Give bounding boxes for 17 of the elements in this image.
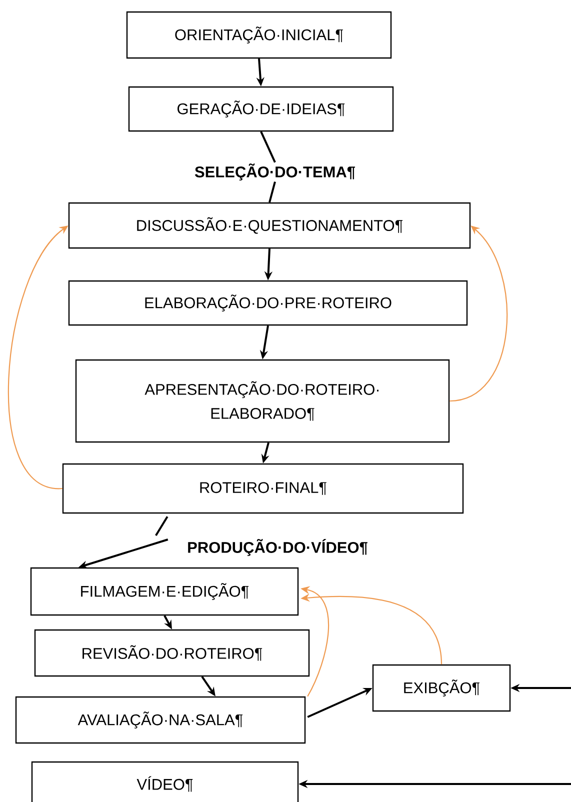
process-box: ELABORAÇÃO·DO·PRE·ROTEIRO [68, 280, 468, 326]
process-box: REVISÃO·DO·ROTEIRO¶ [34, 629, 310, 677]
stage-heading: SELEÇÃO·DO·TEMA¶ [194, 164, 355, 180]
process-box: ROTEIRO·FINAL¶ [62, 463, 464, 514]
process-box: VÍDEO¶ [31, 761, 299, 802]
stage-heading: PRODUÇÃO·DO·VÍDEO¶ [188, 539, 368, 556]
process-box: EXIBÇÃO¶ [372, 664, 511, 712]
connector-line [260, 131, 276, 163]
process-box: GERAÇÃO·DE·IDEIAS¶ [128, 86, 394, 132]
connector-line [268, 181, 276, 203]
process-box: APRESENTAÇÃO·DO·ROTEIRO· ELABORADO¶ [75, 359, 450, 443]
process-box: AVALIAÇÃO·NA·SALA¶ [15, 696, 306, 744]
connector-line [155, 516, 168, 536]
process-box: FILMAGEM·E·EDIÇÃO¶ [30, 567, 299, 616]
process-box: ORIENTAÇÃO·INICIAL¶ [126, 11, 392, 59]
curved-arrow [450, 226, 508, 402]
process-box: DISCUSSÃO·E·QUESTIONAMENTO¶ [68, 202, 471, 249]
